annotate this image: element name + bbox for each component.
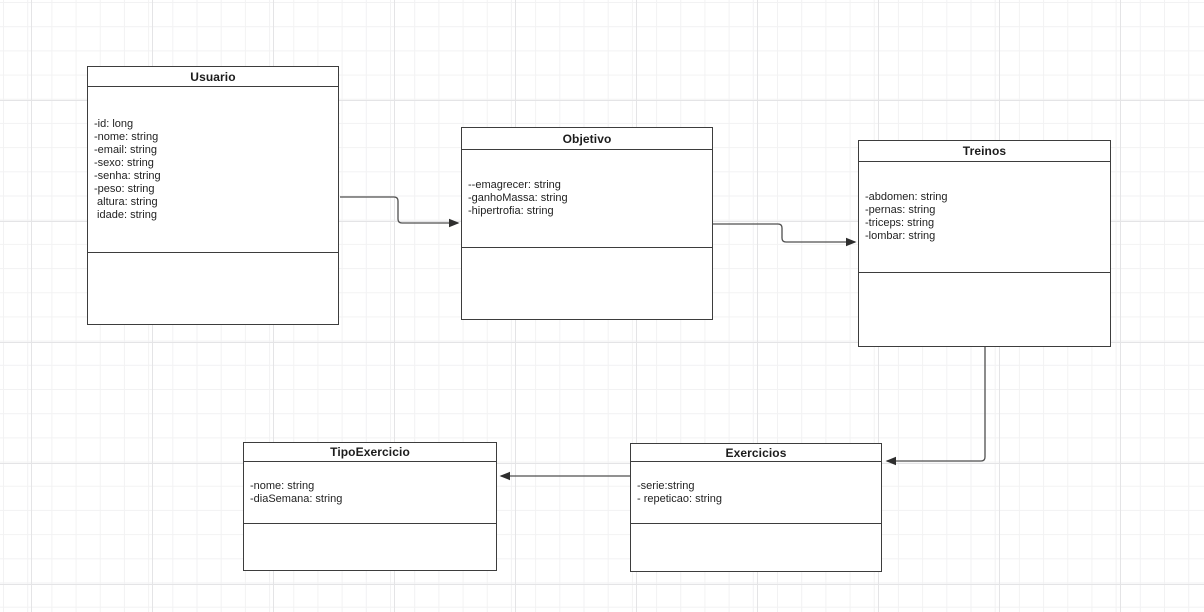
class-treinos-methods-section (859, 273, 1110, 346)
attribute: altura: string (94, 195, 158, 208)
class-tipoexercicio-methods-section (244, 524, 496, 570)
class-exercicios-title: Exercicios (631, 444, 881, 462)
class-exercicios[interactable]: Exercicios -serie:string - repeticao: st… (630, 443, 882, 572)
attribute: -id: long (94, 117, 134, 130)
class-usuario-attributes: -id: long -nome: string -email: string -… (88, 87, 338, 253)
class-exercicios-attributes: -serie:string - repeticao: string (631, 462, 881, 524)
attribute: -nome: string (94, 130, 159, 143)
attribute: -nome: string (250, 479, 315, 492)
class-treinos[interactable]: Treinos -abdomen: string -pernas: string… (858, 140, 1111, 347)
class-objetivo-title: Objetivo (462, 128, 712, 150)
class-tipoexercicio-title: TipoExercicio (244, 443, 496, 462)
attribute: -ganhoMassa: string (468, 192, 568, 204)
attribute: -pernas: string (865, 204, 936, 216)
attribute: -serie:string (637, 479, 695, 492)
class-tipoexercicio-attributes: -nome: string -diaSemana: string (244, 462, 496, 524)
class-objetivo-attributes: --emagrecer: string -ganhoMassa: string … (462, 150, 712, 248)
attribute: --emagrecer: string (468, 179, 561, 191)
edge-usuario-objetivo[interactable] (340, 196, 460, 228)
attribute: -email: string (94, 143, 157, 156)
attribute: - repeticao: string (637, 492, 722, 505)
class-usuario-title: Usuario (88, 67, 338, 87)
attribute: -peso: string (94, 182, 155, 195)
attribute: -abdomen: string (865, 191, 948, 203)
edge-objetivo-treinos[interactable] (713, 223, 857, 247)
attribute: -hipertrofia: string (468, 205, 554, 217)
class-exercicios-methods-section (631, 524, 881, 571)
class-usuario[interactable]: Usuario -id: long -nome: string -email: … (87, 66, 339, 325)
class-objetivo-methods-section (462, 248, 712, 319)
attribute: idade: string (94, 208, 157, 221)
class-usuario-methods-section (88, 253, 338, 324)
attribute: -lombar: string (865, 230, 936, 242)
attribute: -sexo: string (94, 156, 154, 169)
class-tipoexercicio[interactable]: TipoExercicio -nome: string -diaSemana: … (243, 442, 497, 571)
class-treinos-attributes: -abdomen: string -pernas: string -tricep… (859, 162, 1110, 273)
edge-treinos-exercicios[interactable] (885, 347, 986, 466)
attribute: -triceps: string (865, 217, 935, 229)
class-objetivo[interactable]: Objetivo --emagrecer: string -ganhoMassa… (461, 127, 713, 320)
class-treinos-title: Treinos (859, 141, 1110, 162)
attribute: -diaSemana: string (250, 492, 343, 505)
attribute: -senha: string (94, 169, 161, 182)
